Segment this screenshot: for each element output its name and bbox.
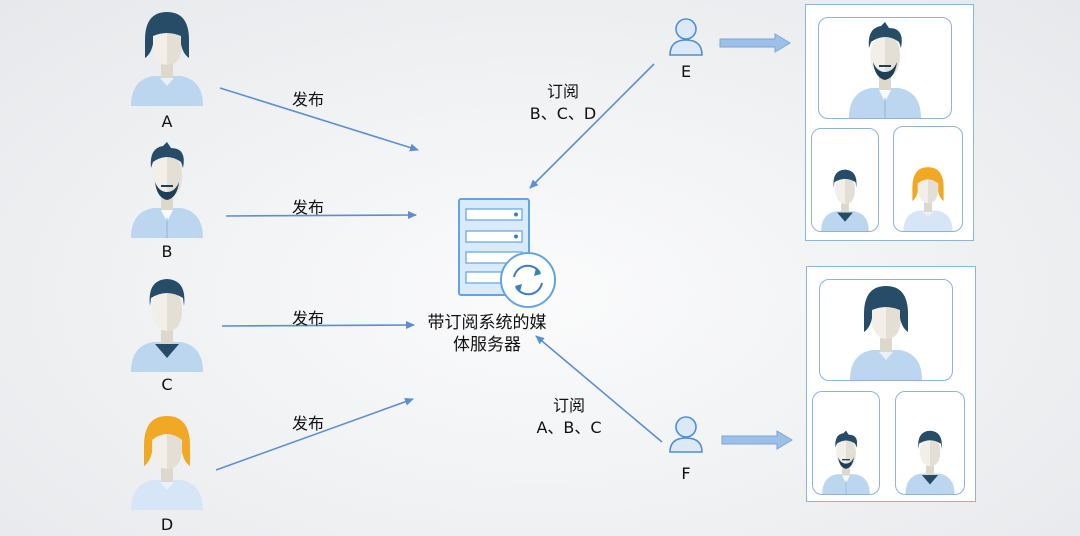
publisher-label-b: B	[161, 242, 173, 261]
subscribe-targets-f: A、B、C	[536, 418, 602, 437]
subscriber-label-e: E	[680, 62, 692, 81]
user-outline-icon	[669, 416, 703, 453]
subscribe-targets-e: B、C、D	[529, 104, 597, 123]
feed-tile-c[interactable]	[895, 391, 965, 495]
feed-tile-avatar	[894, 127, 962, 231]
subscribe-arrow-e	[529, 63, 655, 189]
feed-tile-c[interactable]	[811, 128, 879, 232]
feed-tile-d[interactable]	[893, 126, 963, 232]
publish-arrow-d	[215, 397, 414, 471]
subscriber-f-feed-panel	[806, 266, 976, 502]
delivery-arrow-f	[721, 430, 793, 450]
feed-tile-b[interactable]	[812, 391, 880, 495]
publish-arrow-c	[221, 321, 415, 330]
feed-tile-avatar	[820, 280, 952, 380]
publisher-avatar-b	[117, 138, 217, 238]
subscriber-label-f: F	[681, 464, 691, 483]
publish-label-c: 发布	[292, 309, 325, 328]
publish-label-a: 发布	[292, 90, 325, 109]
publisher-avatar-a	[117, 6, 217, 106]
publish-label-b: 发布	[292, 198, 325, 217]
feed-tile-avatar	[813, 392, 879, 494]
user-outline-icon	[669, 18, 703, 56]
publish-arrow-a	[219, 87, 419, 152]
feed-tile-avatar	[896, 392, 964, 494]
feed-tile-avatar	[812, 129, 878, 231]
publish-arrow-b	[225, 211, 417, 220]
publisher-label-c: C	[161, 375, 173, 394]
publisher-avatar-d	[117, 410, 217, 510]
server-label: 带订阅系统的媒体服务器	[427, 313, 547, 355]
delivery-arrow-e	[719, 33, 791, 53]
publisher-label-d: D	[160, 515, 174, 534]
subscribe-action-f: 订阅	[552, 396, 586, 415]
feed-tile-a[interactable]	[819, 279, 953, 381]
feed-tile-b[interactable]	[818, 17, 952, 119]
subscribe-action-e: 订阅	[546, 82, 580, 101]
server-sync-icon	[458, 198, 556, 308]
publisher-avatar-c	[117, 272, 217, 372]
publisher-label-a: A	[161, 112, 173, 131]
subscriber-e-feed-panel	[805, 4, 974, 241]
publish-label-d: 发布	[292, 414, 325, 433]
feed-tile-avatar	[819, 18, 951, 118]
subscribe-arrow-f	[535, 335, 663, 443]
